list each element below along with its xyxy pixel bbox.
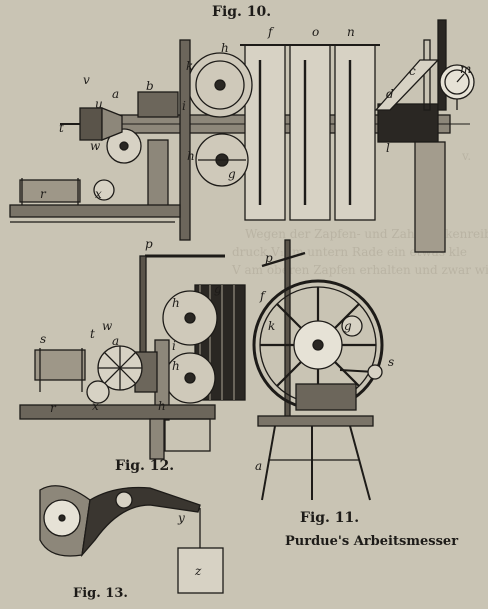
label-g: g: [228, 167, 236, 181]
label-n: n: [347, 25, 355, 39]
ghost-line-1: Wegen der Zapfen- und Zahnflankenreibung…: [245, 227, 488, 241]
figure-10-labels: f o n h k b c m v u a t w i d l h g r x: [40, 25, 471, 201]
label-g-11: g: [344, 319, 352, 333]
label-k: k: [186, 59, 193, 73]
label-a: a: [112, 87, 119, 101]
label-i: i: [182, 99, 186, 113]
label-c: c: [409, 64, 416, 78]
label-r: r: [40, 187, 47, 201]
label-w-12: w: [102, 319, 113, 333]
label-k-11: k: [268, 319, 275, 333]
label-g-12: g: [214, 282, 222, 296]
label-h-upper: h: [221, 41, 229, 55]
label-u: u: [95, 97, 103, 111]
label-h-12-lower: h: [172, 359, 180, 373]
caption-fig-12: Fig. 12.: [115, 458, 175, 474]
ghost-line-3: V am oberen Zapfen erhalten und zwar wir…: [231, 263, 488, 277]
label-f: f: [267, 25, 275, 39]
label-x-12: x: [92, 399, 99, 413]
caption-subtitle: Purdue's Arbeitsmesser: [285, 534, 459, 549]
label-t-12: t: [90, 327, 95, 341]
caption-fig-13: Fig. 13.: [73, 586, 128, 601]
label-x: x: [95, 187, 102, 201]
figure-13-labels: y z: [177, 511, 202, 578]
label-z: z: [194, 564, 202, 578]
caption-fig-11: Fig. 11.: [300, 510, 360, 526]
label-s-11: s: [388, 355, 394, 369]
ghost-line-4: v.: [461, 149, 471, 163]
label-i-12: i: [172, 339, 176, 353]
label-v: v: [83, 73, 90, 87]
label-s-12: s: [40, 332, 46, 346]
label-m: m: [460, 62, 471, 76]
label-h-12-upper: h: [172, 296, 180, 310]
figure-12-labels: p g h h i s t w a r x h: [40, 237, 222, 415]
label-t: t: [59, 121, 64, 135]
figure-11-labels: p f k g s a: [255, 251, 394, 473]
label-p-11: p: [265, 251, 273, 265]
label-w: w: [90, 139, 101, 153]
figure-11: [252, 239, 384, 501]
label-a-11: a: [255, 459, 262, 473]
label-h-lower: h: [187, 149, 195, 163]
label-d: d: [386, 87, 394, 101]
label-h-12-base: h: [158, 399, 166, 413]
ghost-line-2: druck V₁ im untern Rade ein etwas kle: [232, 245, 467, 259]
figure-10: [9, 19, 475, 253]
label-l: l: [386, 141, 390, 155]
label-y: y: [177, 511, 185, 525]
figure-13: [39, 485, 224, 594]
figure-12: [19, 254, 246, 460]
label-f-11: f: [259, 289, 267, 303]
label-a-12: a: [112, 334, 119, 348]
label-o: o: [312, 25, 319, 39]
label-b: b: [146, 79, 154, 93]
label-p-12: p: [145, 237, 153, 251]
caption-fig-10: Fig. 10.: [212, 4, 272, 20]
label-r-12: r: [50, 401, 57, 415]
